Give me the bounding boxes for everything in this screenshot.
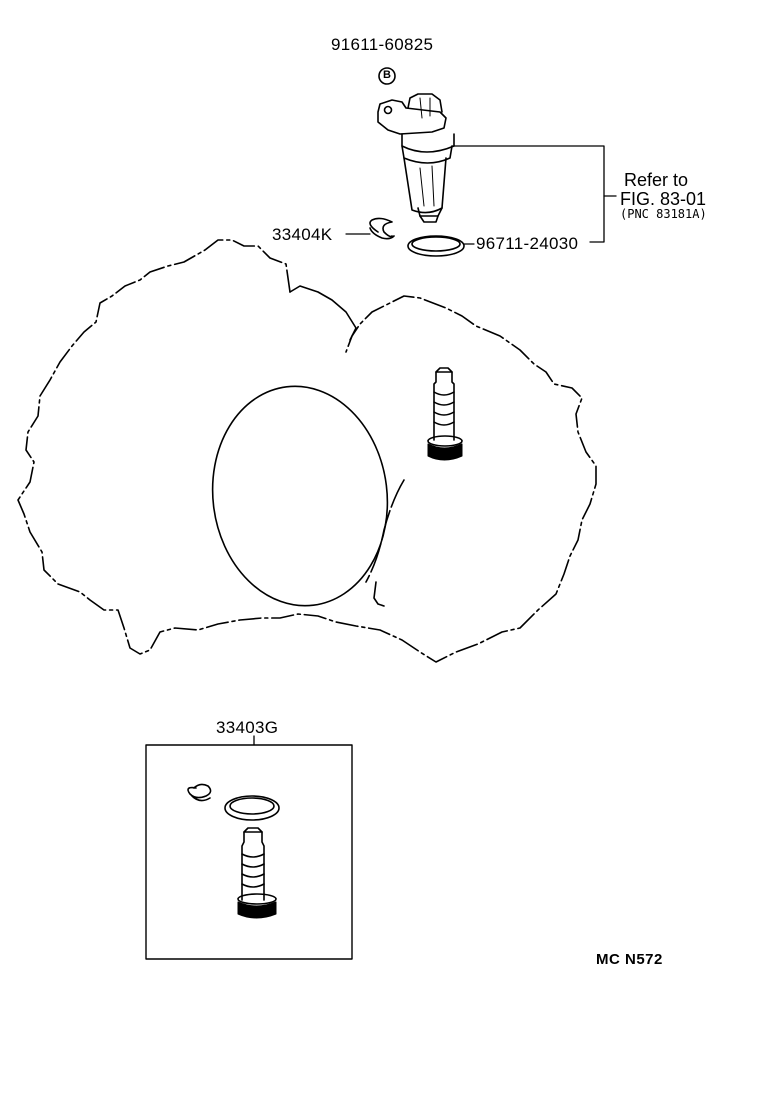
speedometer-sleeve-icon [377, 93, 455, 223]
reference-line-1: Refer to [624, 170, 689, 190]
figure-code: MC N572 [596, 951, 663, 968]
part-number-kit: 33403G [216, 718, 279, 737]
o-ring-icon [407, 235, 465, 257]
bolt-badge-icon [378, 67, 396, 85]
part-number-oring: 96711-24030 [476, 234, 579, 253]
reference-line-3: (PNC 83181A) [620, 207, 707, 221]
driven-gear-icon [427, 367, 463, 461]
bolt-badge-letter: B [383, 69, 391, 81]
reference-line-2: FIG. 83-01 [620, 189, 707, 209]
part-number-bolt: 91611-60825 [331, 35, 434, 54]
part-number-clip: 33404K [272, 225, 333, 244]
clip-icon [369, 217, 395, 240]
transaxle-housing-icon [17, 239, 597, 663]
